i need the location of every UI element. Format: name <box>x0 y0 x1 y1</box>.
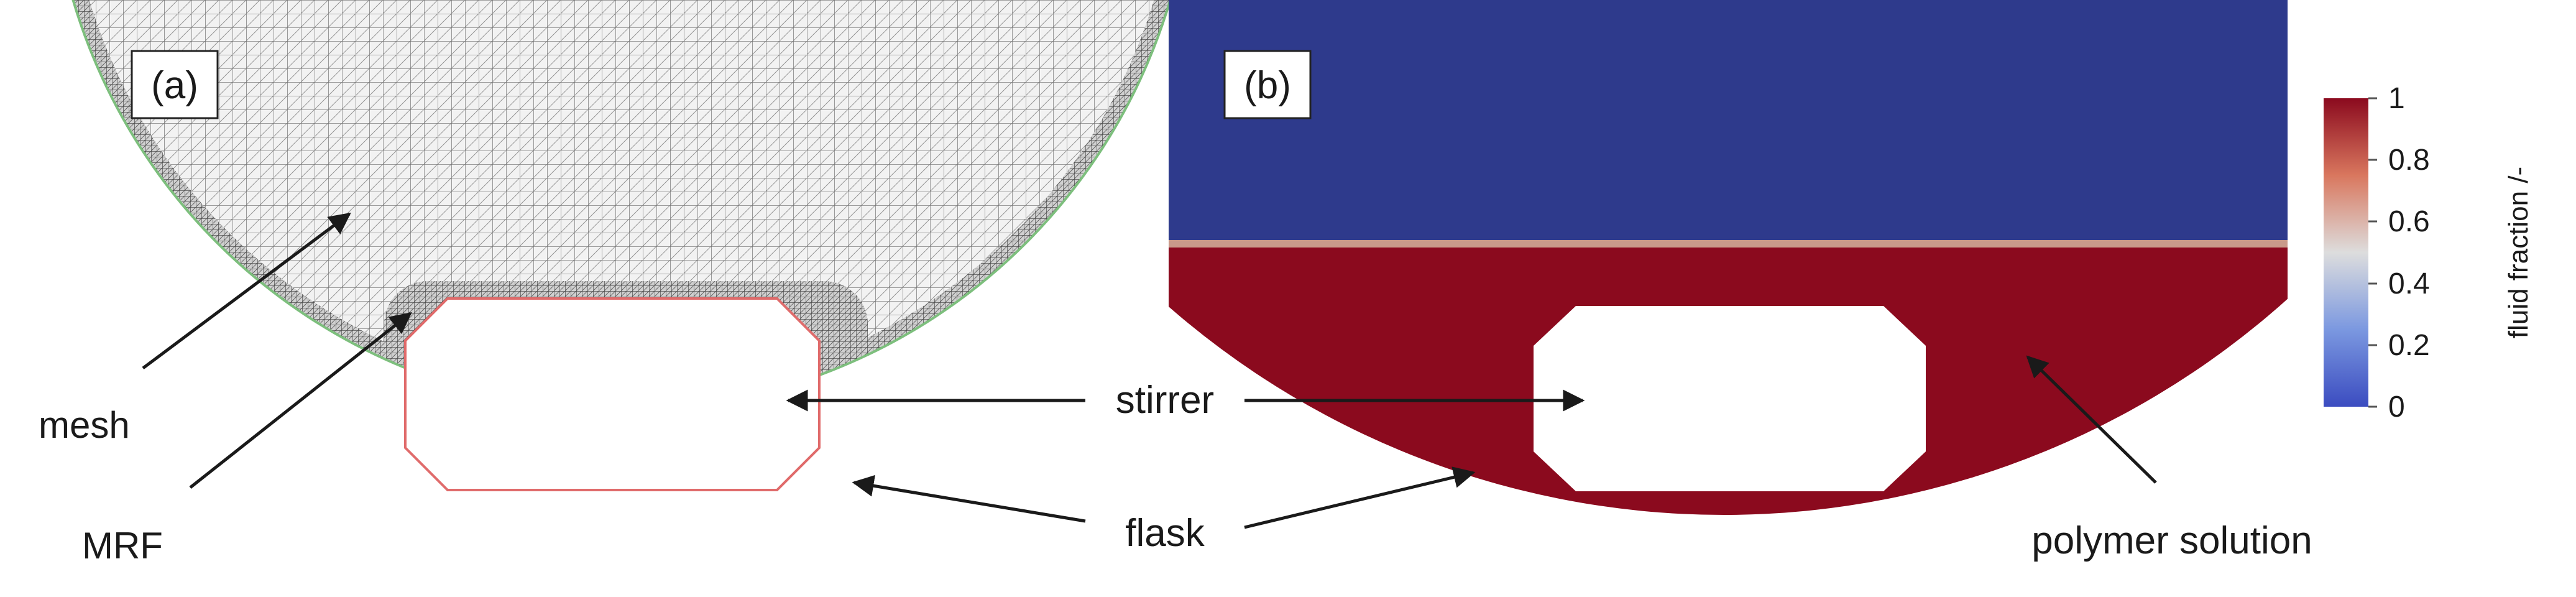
label-polymer-solution: polymer solution <box>2031 519 2312 562</box>
colorbar-tick-label: 0.8 <box>2388 144 2430 177</box>
arrow-mesh <box>142 212 351 370</box>
colorbar-tick-label: 0 <box>2388 391 2405 423</box>
colorbar-tick-label: 0.6 <box>2388 205 2430 238</box>
colorbar-tick-label: 1 <box>2388 82 2405 115</box>
panel-a-label: (a) <box>151 64 198 107</box>
panel-b-label-box <box>1223 50 1312 119</box>
panel-b-label: (b) <box>1244 64 1291 107</box>
arrow-mrf <box>189 312 412 489</box>
colorbar-tick-label: 0.4 <box>2388 267 2430 300</box>
panel-a: (a) <box>50 0 1194 491</box>
colorbar-gradient <box>2324 98 2368 407</box>
label-mrf: MRF <box>82 525 163 567</box>
arrow-flask-a <box>852 474 1086 523</box>
panel-a-label-box <box>131 50 219 119</box>
annotation-arrows <box>142 212 2157 529</box>
label-stirrer: stirrer <box>1116 379 1214 422</box>
arrow-flask-b <box>1244 466 1476 529</box>
label-flask: flask <box>1125 512 1205 555</box>
colorbar: 1 0.8 0.6 0.4 0.2 0 fluid fraction /- <box>2324 82 2534 423</box>
arrow-polymer <box>2026 355 2157 484</box>
colorbar-tick-label: 0.2 <box>2388 329 2430 362</box>
colorbar-title: fluid fraction /- <box>2503 167 2534 338</box>
stirrer-cavity-b <box>1534 306 1926 491</box>
panel-b: (b) <box>1169 0 2288 515</box>
air-phase <box>1169 0 2288 244</box>
stirrer-cavity-a <box>404 297 821 491</box>
label-mesh: mesh <box>39 404 130 446</box>
